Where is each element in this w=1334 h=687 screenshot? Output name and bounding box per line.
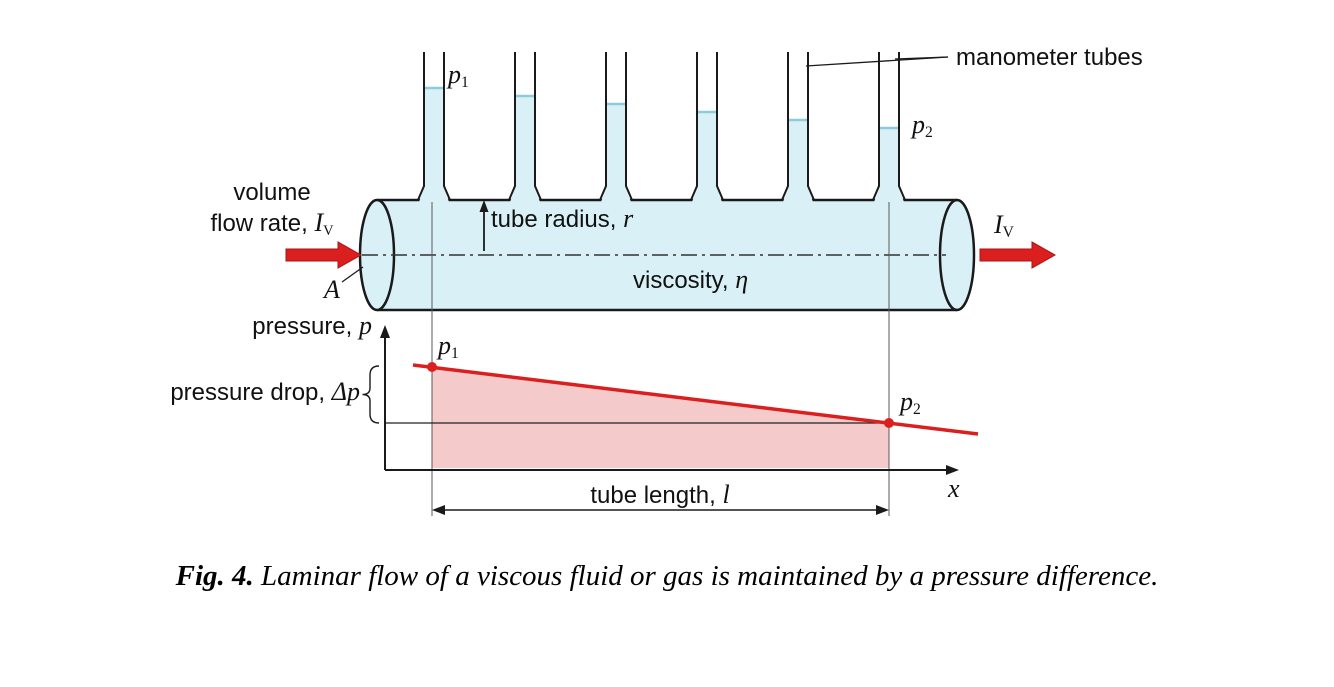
inflow-arrow [285,241,363,269]
label-text: pressure drop, [170,379,332,406]
manometer-tube [508,52,542,202]
pressure-drop-label: pressure drop, Δp [120,378,360,407]
p1-graph-label: p1 [438,332,459,364]
caption-figure-number: Fig. 4. [175,560,254,592]
manometer-tube [599,52,633,202]
label-symbol: A [324,275,340,304]
label-symbol: Δp [331,377,360,406]
tube-length-arrow-head-left [432,505,445,515]
manometer-air-column [789,52,807,120]
label-subscript: 2 [913,401,921,419]
figure-caption: Fig. 4. Laminar flow of a viscous fluid … [162,556,1172,596]
label-text: tube length, [590,482,723,509]
label-symbol: p [359,311,372,340]
manometer-walls [872,52,906,201]
manometer-tube [417,52,451,202]
label-text: flow rate, [210,210,315,237]
label-symbol: I [994,210,1003,239]
manometer-liquid-column [419,88,449,202]
label-text-line1: volume [233,179,311,206]
manometer-tubes-label: manometer tubes [956,44,1143,72]
manometer-air-column [425,52,443,88]
label-symbol: x [948,474,960,503]
p1-manometer-label: p1 [448,61,469,93]
p2-manometer-label: p2 [912,111,933,143]
pressure-drop-brace [362,365,380,424]
manometer-air-column [516,52,534,96]
tube-length-arrow-head-right [876,505,889,515]
manometer-walls [599,52,633,201]
manometer-liquid-column [874,128,904,202]
label-symbol: p [912,110,925,139]
outflow-rate-label: IV [994,211,1014,243]
label-text: tube radius, [491,206,624,233]
label-subscript: 2 [925,124,933,142]
manometer-walls [417,52,451,201]
p2-point [884,418,894,428]
manometer-air-column [607,52,625,104]
tube-length-label: tube length, l [520,481,800,510]
pressure-line [412,363,979,436]
label-symbol: r [623,204,634,233]
label-subscript: 1 [451,345,459,363]
label-symbol: p [448,60,461,89]
pressure-drop-area [432,367,889,468]
manometer-liquid-column [510,96,540,202]
label-subscript: 1 [461,74,469,92]
manometer-walls [690,52,724,201]
caption-text: Laminar flow of a viscous fluid or gas i… [261,560,1159,592]
label-subscript: V [323,223,334,240]
radius-arrow-head [479,200,489,212]
manometer-tube [781,52,815,202]
label-symbol: I [314,208,324,237]
x-axis-label: x [948,475,960,503]
manometer-walls [508,52,542,201]
manometer-tube [690,52,724,202]
p2-graph-label: p2 [900,388,921,420]
label-symbol: l [722,480,730,509]
label-text: pressure, [252,313,359,340]
label-text: viscosity, [633,267,736,294]
label-text-line2: flow rate, IV [186,208,358,242]
manometer-air-column [698,52,716,112]
manometer-tube [872,52,906,202]
area-label: A [324,276,340,304]
tube-radius-label: tube radius, r [491,205,633,234]
pressure-axis-label: pressure, p [238,312,372,341]
label-symbol: p [438,331,451,360]
p1-point [427,362,437,372]
viscosity-label: viscosity, η [633,266,748,295]
y-axis-arrow-head [380,325,390,338]
label-symbol: η [735,265,749,294]
volume-flow-rate-label: volume flow rate, IV [186,178,358,242]
manometer-liquid-column [783,120,813,202]
label-symbol: p [900,387,913,416]
manometer-walls [781,52,815,201]
label-subscript: V [1002,224,1014,242]
area-pointer-line [341,266,364,283]
manometer-liquid-column [601,104,631,202]
x-axis-arrow-head [946,465,959,475]
label-text: manometer tubes [956,44,1143,71]
outflow-arrow [979,241,1057,269]
manometer-liquid-column [692,112,722,202]
manometer-leader-line-2 [894,56,949,60]
manometer-air-column [880,52,898,128]
